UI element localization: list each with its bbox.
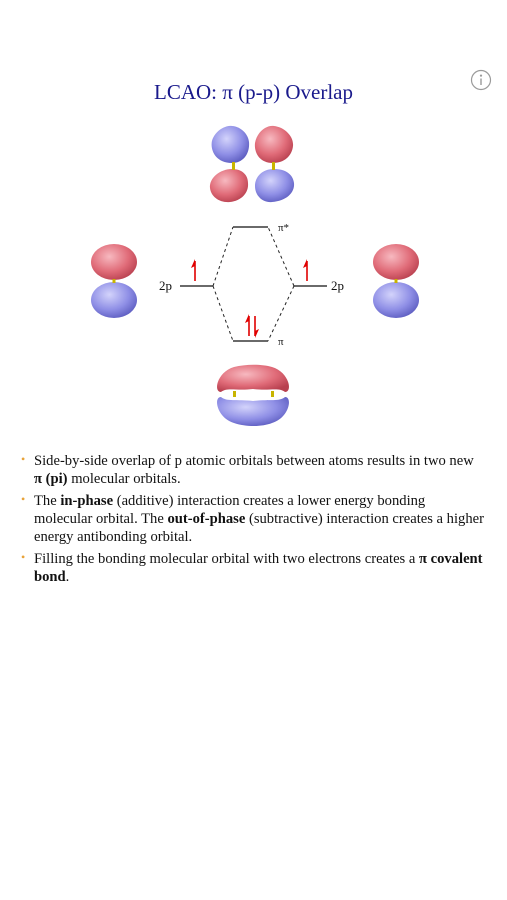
right-electron-up-arrow: [303, 259, 308, 281]
info-icon[interactable]: [470, 69, 492, 91]
antibonding-orbital-picture: [209, 125, 295, 203]
mo-diagram: 2p 2p π* π: [91, 125, 419, 426]
right-p-orbital-picture: [373, 244, 419, 318]
bullet-dot-icon: •: [21, 550, 26, 564]
page-title: LCAO: π (p-p) Overlap: [154, 80, 353, 104]
bullet-text: The in-phase (additive) interaction crea…: [34, 493, 484, 545]
bonding-electron-pair-arrows: [245, 314, 259, 338]
right-2p-label: 2p: [331, 278, 344, 293]
antibonding-label: π*: [278, 222, 289, 234]
bullet-item: • Side-by-side overlap of p atomic orbit…: [15, 452, 485, 488]
left-electron-up-arrow: [191, 259, 196, 281]
bullet-list: • Side-by-side overlap of p atomic orbit…: [15, 452, 485, 590]
correlation-lines: [212, 226, 295, 342]
bullet-dot-icon: •: [21, 492, 26, 506]
left-2p-label: 2p: [159, 278, 172, 293]
left-p-orbital-picture: [91, 244, 137, 318]
bullet-text: Side-by-side overlap of p atomic orbital…: [34, 453, 474, 487]
bonding-orbital-picture: [217, 364, 289, 426]
bullet-dot-icon: •: [21, 452, 26, 466]
bullet-text: Filling the bonding molecular orbital wi…: [34, 551, 483, 585]
bonding-label: π: [278, 336, 284, 348]
bullet-item: • The in-phase (additive) interaction cr…: [15, 492, 485, 546]
bullet-item: • Filling the bonding molecular orbital …: [15, 550, 485, 586]
